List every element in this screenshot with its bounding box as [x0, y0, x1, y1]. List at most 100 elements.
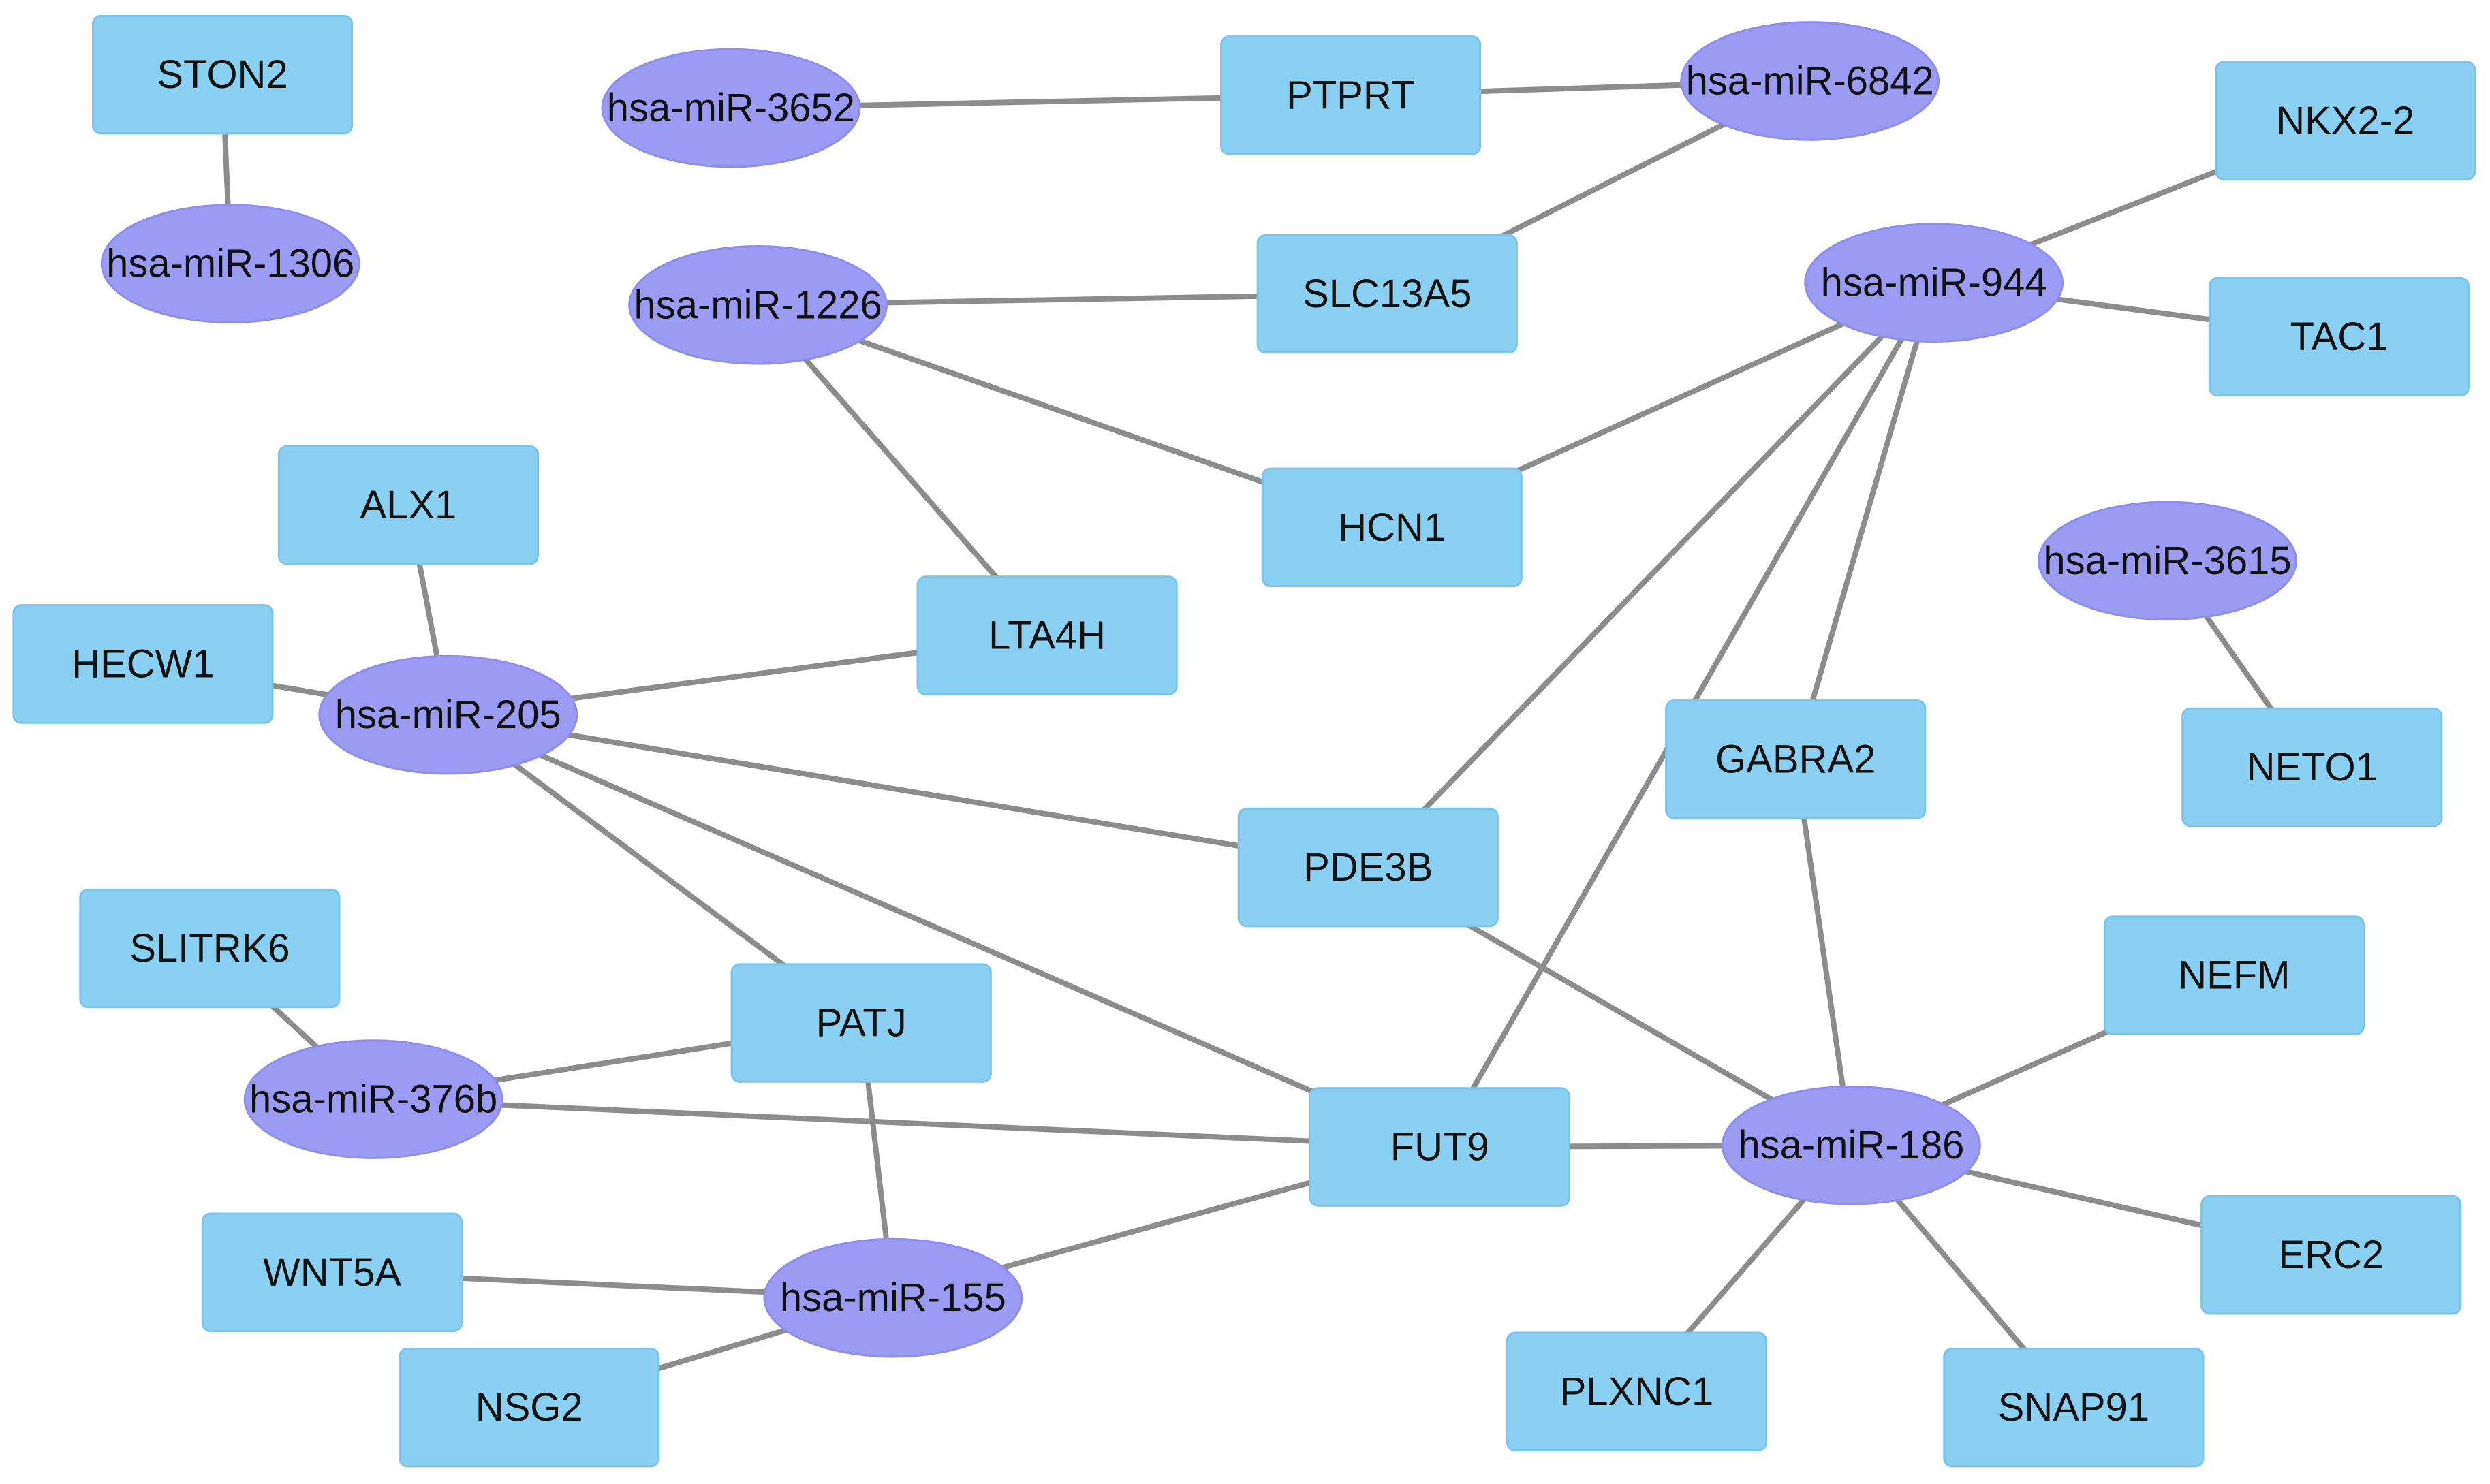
- gene-label: NEFM: [2178, 953, 2290, 998]
- gene-node-nsg2[interactable]: NSG2: [399, 1347, 660, 1468]
- gene-box: [1256, 234, 1518, 354]
- gene-label: NETO1: [2247, 745, 2378, 789]
- gene-label: SLITRK6: [129, 926, 290, 970]
- mirna-ellipse: [100, 204, 360, 323]
- mirna-label: hsa-miR-155: [780, 1276, 1006, 1320]
- gene-label: PATJ: [816, 1001, 907, 1045]
- mirna-ellipse: [318, 654, 578, 775]
- mirna-label: hsa-miR-944: [1821, 261, 2047, 305]
- mirna-node-hsa-mir-3652[interactable]: hsa-miR-3652: [601, 48, 861, 168]
- gene-node-ston2[interactable]: STON2: [91, 14, 354, 135]
- mirna-label: hsa-miR-205: [335, 693, 561, 737]
- gene-node-plxnc1[interactable]: PLXNC1: [1506, 1331, 1768, 1452]
- gene-box: [2103, 915, 2365, 1035]
- edge-hsa-mir-944-to-gabra2: [1792, 280, 1937, 762]
- gene-node-slc13a5[interactable]: SLC13A5: [1256, 234, 1518, 354]
- gene-label: HECW1: [72, 642, 214, 686]
- gene-box: [1943, 1347, 2205, 1468]
- gene-label: NSG2: [476, 1385, 583, 1430]
- gene-node-ptprt[interactable]: PTPRT: [1220, 35, 1482, 155]
- mirna-node-hsa-mir-205[interactable]: hsa-miR-205: [318, 654, 578, 775]
- gene-box: [1506, 1331, 1768, 1452]
- mirna-ellipse: [2038, 501, 2297, 621]
- gene-node-patj[interactable]: PATJ: [730, 963, 992, 1083]
- mirna-label: hsa-miR-186: [1738, 1123, 1964, 1167]
- mirna-ellipse: [1804, 223, 2064, 343]
- gene-box: [399, 1347, 660, 1468]
- edge-hsa-mir-944-to-pde3b: [1365, 280, 1937, 870]
- gene-box: [1237, 807, 1499, 928]
- gene-node-alx1[interactable]: ALX1: [277, 445, 540, 565]
- gene-node-nkx2-2[interactable]: NKX2-2: [2215, 61, 2476, 181]
- gene-node-nefm[interactable]: NEFM: [2103, 915, 2365, 1035]
- edge-hsa-mir-205-to-fut9: [445, 712, 1443, 1150]
- gene-box: [2200, 1195, 2462, 1315]
- gene-label: SLC13A5: [1303, 272, 1472, 316]
- mirna-node-hsa-mir-1226[interactable]: hsa-miR-1226: [628, 245, 888, 365]
- gene-label: WNT5A: [263, 1250, 401, 1295]
- mirna-label: hsa-miR-3652: [607, 86, 855, 130]
- gene-label: HCN1: [1338, 505, 1446, 550]
- gene-box: [2181, 707, 2443, 827]
- gene-box: [1220, 35, 1482, 155]
- gene-box: [277, 445, 540, 565]
- gene-box: [2215, 61, 2476, 181]
- gene-label: SNAP91: [1998, 1385, 2149, 1430]
- gene-node-erc2[interactable]: ERC2: [2200, 1195, 2462, 1315]
- gene-label: ALX1: [360, 483, 457, 527]
- gene-node-pde3b[interactable]: PDE3B: [1237, 807, 1499, 928]
- mirna-ellipse: [601, 48, 861, 168]
- gene-node-hcn1[interactable]: HCN1: [1261, 467, 1523, 588]
- gene-node-hecw1[interactable]: HECW1: [12, 604, 274, 724]
- gene-box: [1261, 467, 1523, 588]
- mirna-ellipse: [763, 1237, 1023, 1358]
- gene-box: [79, 888, 341, 1009]
- gene-node-wnt5a[interactable]: WNT5A: [201, 1212, 463, 1333]
- gene-label: NKX2-2: [2276, 99, 2414, 143]
- mirna-node-hsa-mir-944[interactable]: hsa-miR-944: [1804, 223, 2064, 343]
- gene-label: PTPRT: [1286, 73, 1415, 117]
- gene-label: LTA4H: [989, 613, 1106, 657]
- gene-label: PDE3B: [1303, 845, 1433, 889]
- mirna-label: hsa-miR-1226: [634, 283, 882, 327]
- gene-label: GABRA2: [1715, 737, 1876, 781]
- gene-box: [1665, 699, 1927, 819]
- mirna-node-hsa-mir-376b[interactable]: hsa-miR-376b: [243, 1039, 503, 1159]
- gene-node-slitrk6[interactable]: SLITRK6: [79, 888, 341, 1009]
- gene-box: [2208, 277, 2470, 397]
- mirna-label: hsa-miR-6842: [1686, 59, 1934, 103]
- gene-node-gabra2[interactable]: GABRA2: [1665, 699, 1927, 819]
- mirna-node-hsa-mir-1306[interactable]: hsa-miR-1306: [100, 204, 360, 323]
- gene-node-fut9[interactable]: FUT9: [1309, 1087, 1570, 1207]
- gene-box: [91, 14, 354, 135]
- edge-hsa-mir-186-to-gabra2: [1792, 756, 1854, 1148]
- gene-node-snap91[interactable]: SNAP91: [1943, 1347, 2205, 1468]
- gene-label: PLXNC1: [1560, 1370, 1714, 1414]
- nodes-layer: STON2 PTPRT NKX2-2SLC13A5TAC1ALX1HCN1LTA4H…: [12, 14, 2476, 1468]
- gene-box: [201, 1212, 463, 1333]
- mirna-node-hsa-mir-186[interactable]: hsa-miR-186: [1721, 1085, 1981, 1205]
- mirna-node-hsa-mir-155[interactable]: hsa-miR-155: [763, 1237, 1023, 1358]
- mirna-ellipse: [1680, 21, 1940, 141]
- gene-label: ERC2: [2278, 1233, 2384, 1277]
- mirna-label: hsa-miR-3615: [2043, 539, 2291, 583]
- gene-box: [916, 575, 1178, 695]
- edge-hsa-mir-205-to-pde3b: [445, 712, 1371, 870]
- mirna-label: hsa-miR-376b: [249, 1077, 497, 1122]
- mirna-node-hsa-mir-3615[interactable]: hsa-miR-3615: [2038, 501, 2297, 621]
- gene-box: [730, 963, 992, 1083]
- mirna-ellipse: [1721, 1085, 1981, 1205]
- mirna-ellipse: [628, 245, 888, 365]
- gene-node-lta4h[interactable]: LTA4H: [916, 575, 1178, 695]
- gene-box: [12, 604, 274, 724]
- mirna-ellipse: [243, 1039, 503, 1159]
- gene-node-tac1[interactable]: TAC1: [2208, 277, 2470, 397]
- gene-node-neto1[interactable]: NETO1: [2181, 707, 2443, 827]
- gene-label: TAC1: [2290, 315, 2388, 359]
- gene-label: STON2: [157, 52, 287, 97]
- mirna-label: hsa-miR-1306: [106, 242, 354, 286]
- edge-hsa-mir-376b-to-fut9: [371, 1096, 1443, 1150]
- gene-box: [1309, 1087, 1570, 1207]
- mirna-node-hsa-mir-6842[interactable]: hsa-miR-6842: [1680, 21, 1940, 141]
